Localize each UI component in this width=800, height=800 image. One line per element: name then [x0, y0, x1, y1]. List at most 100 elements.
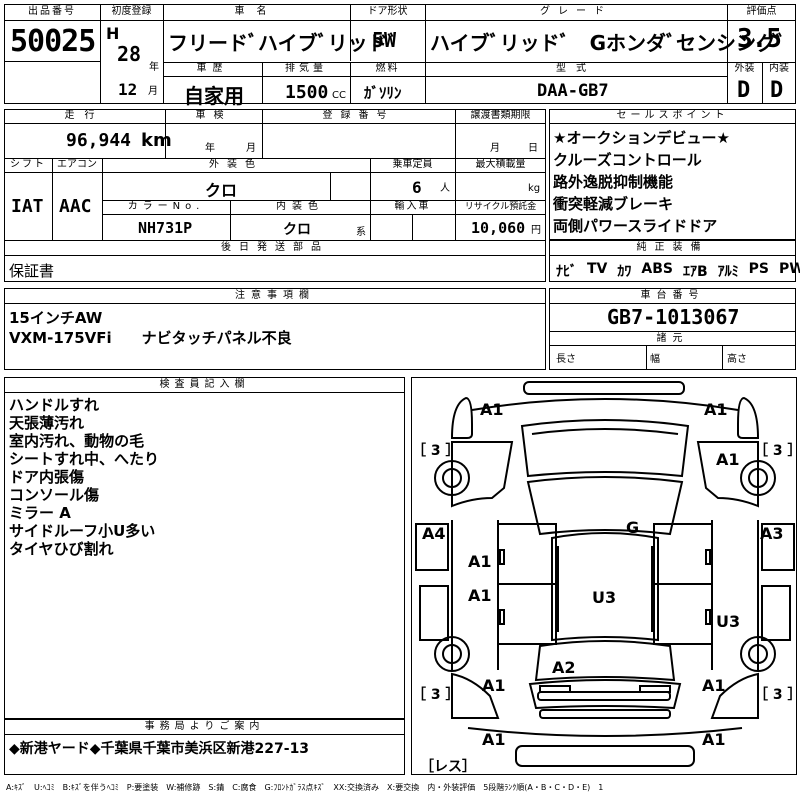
interior-score: D	[770, 78, 784, 103]
ac: AAC	[59, 196, 92, 217]
mark-front-left: A1	[480, 400, 504, 419]
inspector-line: シートすれ中、へたり	[9, 450, 160, 468]
wheel-rr	[740, 636, 776, 672]
wheel-rl	[434, 636, 470, 672]
ac-label: エアコン	[57, 159, 97, 170]
mark-rear-left: A1	[482, 676, 506, 695]
score-label: 評価点	[746, 6, 777, 17]
capacity-label: 乗車定員	[392, 159, 433, 170]
door-type: 5W	[372, 28, 397, 52]
notes-line-2: VXM-175VFi ナビタッチパネル不良	[9, 329, 292, 347]
front-bumper-outline	[523, 381, 685, 395]
displacement: 1500	[285, 82, 329, 103]
roof-outline	[551, 532, 659, 642]
door-handle	[499, 609, 505, 625]
inspector-label: 検査員記入欄	[159, 379, 250, 390]
wheel-fr	[740, 460, 776, 496]
mark-front-right: A1	[704, 400, 728, 419]
exterior-label: 外装	[734, 63, 755, 74]
first-reg-year: 28	[117, 42, 142, 66]
grade-label: グレード	[540, 6, 612, 17]
mark-door-left-front: A1	[468, 552, 492, 571]
sales-point-item: クルーズコントロール	[553, 151, 702, 169]
spare-tire: ［レス］	[420, 759, 476, 775]
int-color-unit: 系	[356, 227, 366, 238]
recycle-unit: 円	[531, 225, 541, 236]
rear-window-outline	[534, 640, 676, 682]
windshield-outline	[526, 476, 684, 536]
sales-point-item: 路外逸脱抑制機能	[553, 173, 674, 191]
left-lower-panel	[419, 585, 449, 641]
max-load-label: 最大積載量	[475, 159, 526, 170]
equipment-item: ABS	[641, 261, 673, 277]
width-label: 幅	[650, 354, 660, 365]
equipment-item: PS	[748, 261, 769, 277]
damage-diagram: A1 A1 A1 A4 A3 A1 G U3 A1 U3 A2 A1 A1 A1…	[411, 377, 800, 775]
mark-rear-hatch: A2	[552, 658, 576, 677]
int-color: クロ	[283, 222, 311, 238]
capacity-unit: 人	[440, 183, 450, 194]
notes-box	[4, 288, 546, 370]
front-line	[471, 398, 739, 411]
mileage-unit: km	[141, 130, 172, 151]
equipment-item: ｶﾜ	[617, 264, 632, 280]
notes-label: 注意事項欄	[235, 290, 315, 301]
wheel-fr-hub	[748, 468, 768, 488]
header-box	[4, 4, 796, 104]
chassis-box	[549, 288, 796, 370]
later-parts-label: 後日発送部品	[221, 242, 329, 253]
era: H	[106, 24, 120, 43]
spec-label: 諸元	[656, 333, 689, 344]
transfer-label: 譲渡書類期限	[470, 110, 531, 121]
import-label: 輸入車	[394, 201, 431, 212]
sales-point-item: ★オークションデビュー★	[553, 129, 730, 147]
sales-point-item: 衝突軽減ブレーキ	[553, 195, 674, 213]
first-reg-month: 12	[118, 80, 138, 99]
inspection-month-unit: 月	[246, 143, 256, 154]
recycle-deposit: 10,060	[471, 219, 526, 237]
year-unit: 年	[149, 62, 159, 73]
office-box	[4, 719, 405, 775]
mark-glass: G	[626, 518, 640, 537]
right-rear-door	[653, 583, 713, 645]
tailgate-handle	[537, 691, 671, 701]
door-label: ドア形状	[367, 6, 408, 17]
door-handle	[499, 549, 505, 565]
car-name: フリードﾞハイブﾞリッドﾞ	[168, 31, 398, 55]
door-handle	[705, 609, 711, 625]
mark-door-right-rear: U3	[716, 612, 741, 631]
right-rear-fender	[710, 672, 759, 719]
equipment-item: ﾅﾋﾞ	[556, 264, 577, 280]
tire-rl-tread: ［ 3 ］	[412, 687, 460, 703]
inspection-label: 車検	[195, 110, 232, 121]
left-rear-fender	[451, 672, 500, 719]
mark-side-right: A3	[760, 524, 784, 543]
left-rear-door	[497, 583, 557, 645]
office-message: ◆新港ヤード◆千葉県千葉市美浜区新港227-13	[9, 741, 310, 757]
tire-rr-tread: ［ 3 ］	[754, 687, 800, 703]
capacity: 6	[412, 178, 422, 197]
height-label: 高さ	[727, 354, 747, 365]
grade: ハイブﾞリッドﾞ Gホンダﾞセンシングﾞ	[430, 31, 787, 55]
right-fender	[696, 441, 759, 508]
equipment-item: ｱﾙﾐ	[717, 264, 739, 280]
inspector-line: ハンドルすれ	[9, 396, 100, 414]
fuel-label: 燃料	[375, 63, 400, 74]
mark-door-left-rear: A1	[468, 586, 492, 605]
front-left-corner	[450, 396, 473, 439]
mark-roof: U3	[592, 588, 617, 607]
sales-points-list: ★オークションデビュー★ クルーズコントロール 路外逸脱抑制機能 衝突軽減ブレー…	[553, 127, 793, 237]
equipment-label: 純正装備	[636, 242, 709, 253]
history-label: 車歴	[196, 63, 229, 74]
inspector-line: 室内汚れ、動物の毛	[9, 432, 145, 450]
shift: IAT	[11, 196, 44, 217]
fuel: ｶﾞｿﾘﾝ	[364, 84, 402, 102]
door-handle	[705, 549, 711, 565]
inspector-line: タイヤひび割れ	[9, 540, 114, 558]
month-unit: 月	[148, 86, 158, 97]
model-label: 型式	[556, 63, 596, 74]
inspector-notes: ハンドルすれ 天張薄汚れ 室内汚れ、動物の毛 シートすれ中、へたり ドア内張傷 …	[9, 396, 159, 558]
inspector-line: サイドルーフ小U多い	[9, 522, 156, 540]
reg-no-label: 登録番号	[322, 110, 395, 121]
details-box	[4, 109, 546, 282]
